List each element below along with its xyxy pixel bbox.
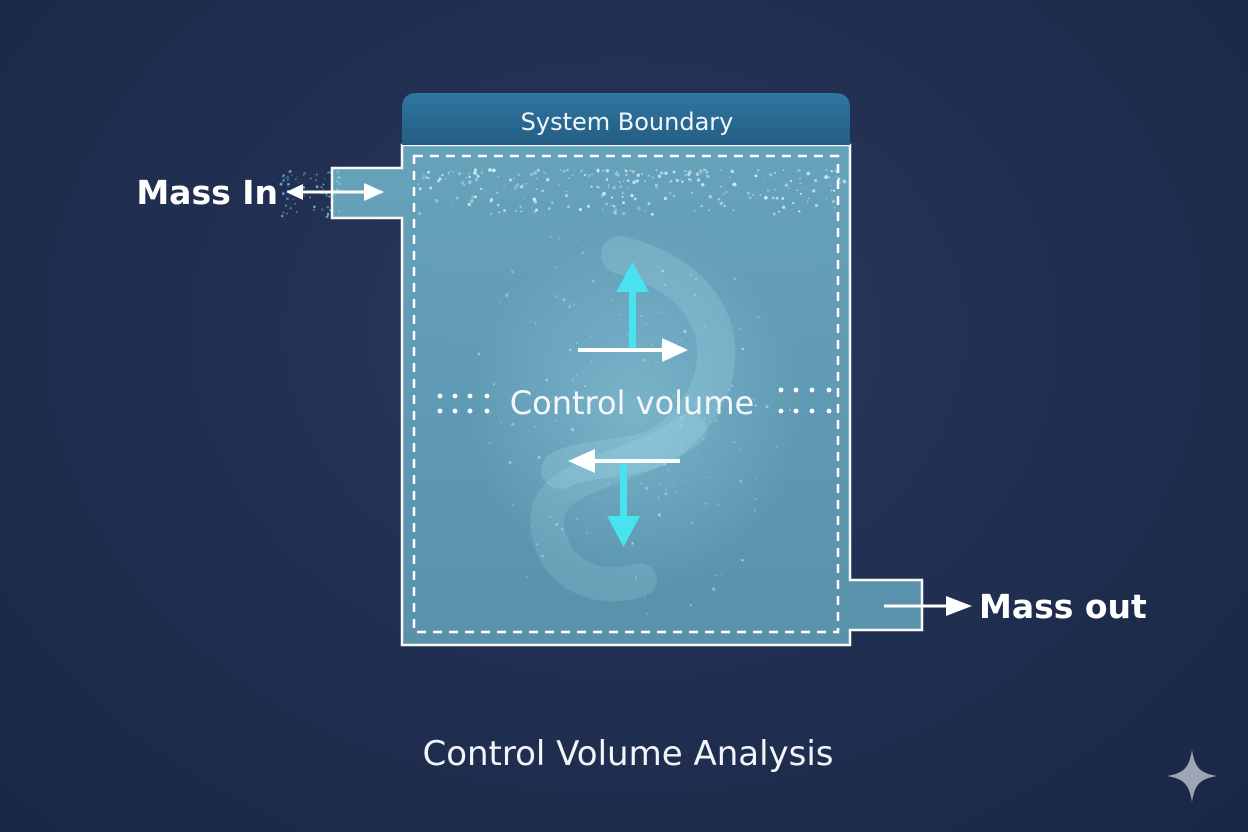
inlet-arrow-head-right <box>364 183 384 201</box>
flow-arrow-down <box>607 463 640 547</box>
swirl-band-upper <box>541 236 736 489</box>
flow-arrow-left <box>568 449 680 473</box>
sparkle-icon <box>1167 750 1217 802</box>
system-boundary-header: System Boundary <box>402 93 850 145</box>
right-dot-marker <box>778 387 832 414</box>
mass-out-label: Mass out <box>979 587 1147 626</box>
mass-in-label: Mass In <box>136 173 278 212</box>
outlet-arrow-head <box>946 596 972 616</box>
left-dot-marker <box>437 393 490 414</box>
particle-band <box>416 168 847 616</box>
tank <box>330 143 924 647</box>
inlet: Mass In <box>136 170 384 219</box>
control-volume-label-group: Control volume <box>437 384 832 422</box>
control-volume-boundary <box>412 154 840 634</box>
inlet-arrow-head-left <box>286 184 303 200</box>
diagram-caption: Control Volume Analysis <box>422 734 833 774</box>
control-volume-label: Control volume <box>510 384 754 422</box>
outlet: Mass out <box>884 587 1147 626</box>
system-boundary-label: System Boundary <box>521 108 734 136</box>
flow-arrow-up <box>616 262 649 348</box>
flow-arrow-right <box>578 338 688 362</box>
